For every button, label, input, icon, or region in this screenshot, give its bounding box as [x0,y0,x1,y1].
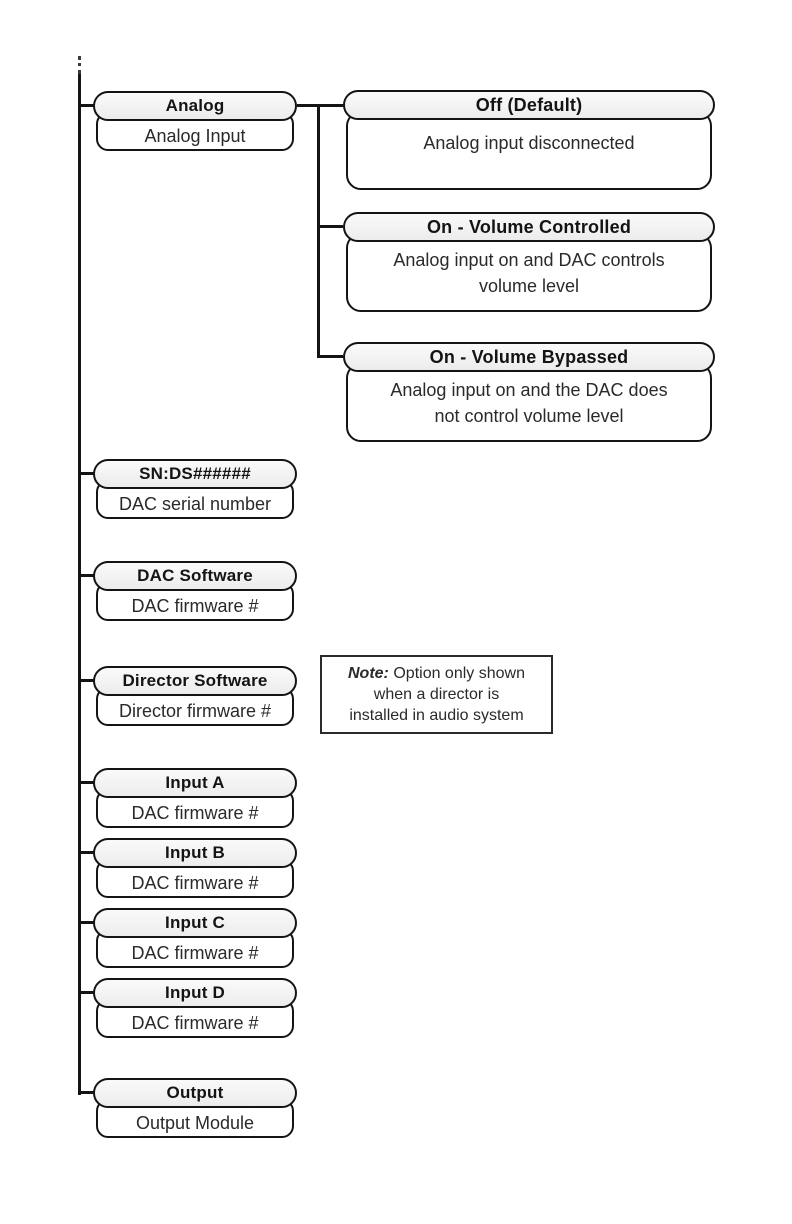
node-serial-number: SN:DS###### DAC serial number [93,459,297,519]
branch-analog-horizontal [297,104,345,107]
stub-input-d [78,991,95,994]
stub-input-c [78,921,95,924]
option-off-description-line: Analog input disconnected [423,133,635,153]
node-input-b: Input B DAC firmware # [93,838,297,898]
node-input-d-title: Input D [93,978,297,1008]
stub-analog [78,104,95,107]
stub-output [78,1091,95,1094]
note-line: when a director is [373,685,500,703]
branch-stub-volume-bypassed [317,355,343,358]
branch-analog-vertical [317,104,320,358]
description-line: volume level [478,276,580,297]
node-serial-title: SN:DS###### [93,459,297,489]
description-line: not control volume level [434,406,624,427]
node-dac-software: DAC Software DAC firmware # [93,561,297,621]
description-line: Analog input on and DAC controls [393,250,665,270]
node-director-software-title: Director Software [93,666,297,696]
note-line: installed in audio system [349,707,524,725]
stub-serial [78,472,95,475]
note-text: Option only shown [393,664,525,682]
option-volume-controlled-title: On - Volume Controlled [343,212,715,242]
node-input-c-title: Input C [93,908,297,938]
node-option-off-default: Off (Default) Analog input disconnected [343,90,715,190]
trunk-line [78,74,81,1095]
node-analog-title: Analog [93,91,297,121]
node-input-b-title: Input B [93,838,297,868]
node-dac-software-title: DAC Software [93,561,297,591]
node-output-title: Output [93,1078,297,1108]
trunk-continuation-dots [78,56,81,74]
note-label: Note: [348,664,389,682]
node-option-volume-controlled: On - Volume Controlled Analog input on a… [343,212,715,312]
node-input-d: Input D DAC firmware # [93,978,297,1038]
option-volume-bypassed-title: On - Volume Bypassed [343,342,715,372]
stub-director-software [78,679,95,682]
director-note-box: Note: Option only shown when a director … [320,655,553,734]
node-director-software: Director Software Director firmware # [93,666,297,726]
stub-dac-software [78,574,95,577]
node-option-volume-bypassed: On - Volume Bypassed Analog input on and… [343,342,715,442]
option-volume-controlled-description: Analog input on and DAC controls volume … [346,233,712,312]
option-off-description: Analog input disconnected [346,111,712,190]
stub-input-a [78,781,95,784]
node-input-a: Input A DAC firmware # [93,768,297,828]
node-input-c: Input C DAC firmware # [93,908,297,968]
note-line: Note: Option only shown [328,663,545,684]
branch-stub-volume-controlled [317,225,343,228]
node-output: Output Output Module [93,1078,297,1138]
node-input-a-title: Input A [93,768,297,798]
description-line: Analog input on and the DAC does [390,380,668,400]
node-analog: Analog Analog Input [93,91,297,151]
option-volume-bypassed-description: Analog input on and the DAC does not con… [346,363,712,442]
stub-input-b [78,851,95,854]
option-off-title: Off (Default) [343,90,715,120]
